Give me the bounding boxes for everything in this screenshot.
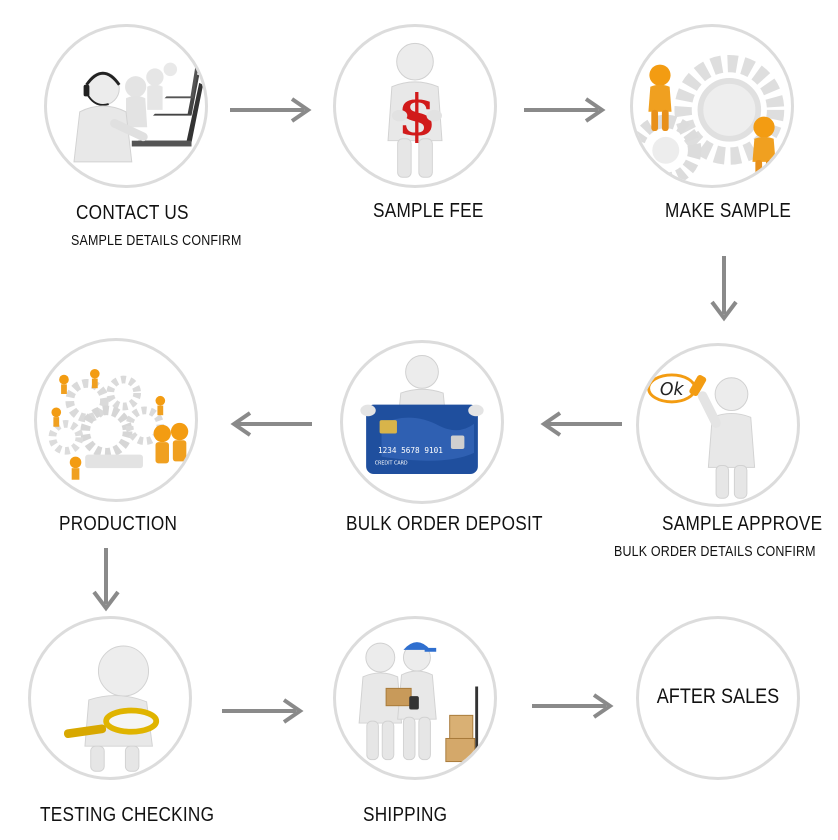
arrow-right-icon	[524, 97, 606, 123]
call-center-icon	[73, 62, 204, 163]
card-caption: CREDIT CARD	[375, 460, 408, 466]
step-label-bulk-order-deposit: BULK ORDER DEPOSIT	[346, 513, 543, 535]
credit-card-figure-icon: 1234 5678 9101 CREDIT CARD	[360, 355, 484, 475]
magnifier-figure-icon	[63, 645, 160, 772]
arrow-down-icon	[92, 548, 120, 612]
card-number: 1234 5678 9101	[378, 446, 443, 455]
step-label-after-sales: AFTER SALES	[656, 685, 780, 708]
gears-figures-icon	[633, 54, 785, 185]
arrow-right-icon	[222, 698, 304, 724]
arrow-right-icon	[532, 693, 614, 719]
step-label-production: PRODUCTION	[59, 513, 178, 535]
step-circle-sample-fee: $	[333, 24, 497, 188]
step-circle-bulk-order-deposit: 1234 5678 9101 CREDIT CARD	[340, 340, 504, 504]
step-sublabel-sample-approve: BULK ORDER DETAILS CONFIRM	[614, 544, 816, 560]
dollar-figure-icon: $	[387, 42, 443, 178]
arrow-down-icon	[710, 256, 738, 322]
ok-badge: Ok	[660, 380, 685, 400]
step-label-shipping: SHIPPING	[363, 804, 448, 826]
factory-gears-icon	[48, 368, 189, 480]
step-circle-make-sample	[630, 24, 794, 188]
arrow-left-icon	[230, 411, 312, 437]
step-circle-contact-us	[44, 24, 208, 188]
step-circle-shipping	[333, 616, 497, 780]
arrow-left-icon	[540, 411, 622, 437]
delivery-figures-icon	[358, 642, 479, 771]
step-label-sample-approve: SAMPLE APPROVE	[662, 513, 823, 535]
step-circle-sample-approve: Ok	[636, 343, 800, 507]
step-sublabel-contact-us: SAMPLE DETAILS CONFIRM	[71, 233, 242, 249]
step-label-testing-checking: TESTING CHECKING	[40, 804, 215, 826]
step-circle-testing-checking	[28, 616, 192, 780]
arrow-right-icon	[230, 97, 312, 123]
step-label-sample-fee: SAMPLE FEE	[373, 200, 484, 222]
ok-figure-icon: Ok	[647, 373, 756, 499]
step-circle-production	[34, 338, 198, 502]
step-circle-after-sales: AFTER SALES	[636, 616, 800, 780]
step-label-make-sample: MAKE SAMPLE	[665, 200, 792, 222]
step-label-contact-us: CONTACT US	[76, 202, 189, 224]
